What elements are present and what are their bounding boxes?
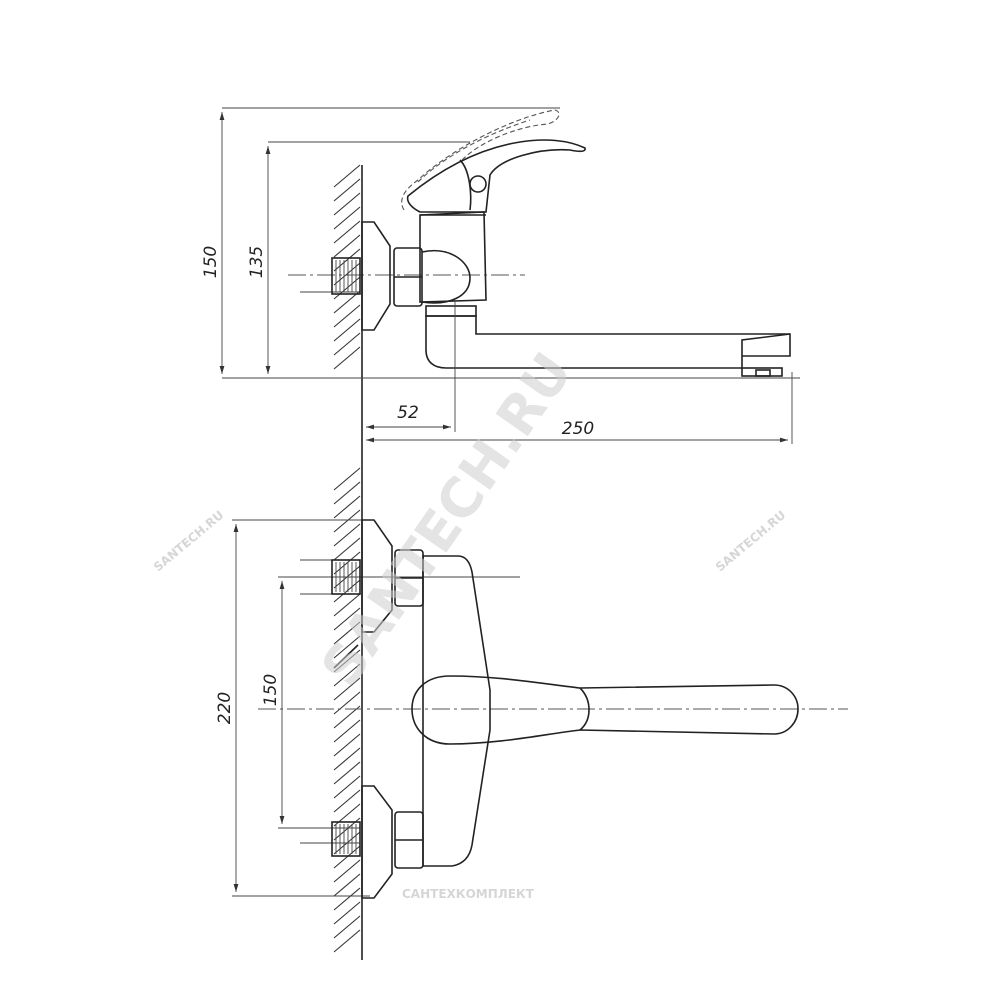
watermark-brand: САНТЕХКОМПЛЕКТ bbox=[402, 887, 535, 901]
lever-handle-front bbox=[411, 675, 799, 745]
hatch-stroke bbox=[333, 719, 361, 743]
hatch-stroke bbox=[333, 929, 361, 953]
spout-side bbox=[425, 305, 791, 377]
hatch-stroke bbox=[333, 523, 361, 547]
watermark-right: SANTECH.RU bbox=[713, 508, 788, 574]
hatch-stroke bbox=[333, 248, 361, 272]
lever-raised-dashed bbox=[401, 109, 560, 211]
front-view bbox=[232, 519, 848, 899]
threaded-pipe-top bbox=[331, 257, 361, 295]
hatch-stroke bbox=[333, 761, 361, 785]
hatch-stroke bbox=[333, 649, 361, 673]
hatch-stroke bbox=[333, 304, 361, 328]
hatch-stroke bbox=[333, 621, 361, 645]
escutcheon-top bbox=[361, 221, 391, 331]
dim-250-label: 250 bbox=[562, 419, 594, 439]
dim-150-front-label: 150 bbox=[261, 674, 281, 706]
hatch-stroke bbox=[333, 705, 361, 729]
hatch-stroke bbox=[333, 206, 361, 230]
mixer-body-front bbox=[422, 555, 491, 867]
hatch-stroke bbox=[333, 733, 361, 757]
hatch-stroke bbox=[333, 691, 361, 715]
hatch-stroke bbox=[333, 346, 361, 370]
hatch-stroke bbox=[333, 775, 361, 799]
hatch-stroke bbox=[333, 551, 361, 575]
hatch-stroke bbox=[333, 509, 361, 533]
hatch-stroke bbox=[333, 635, 361, 659]
hatch-stroke bbox=[333, 234, 361, 258]
hatch-stroke bbox=[333, 164, 361, 188]
lever-handle-side bbox=[406, 139, 586, 213]
hatch-stroke bbox=[333, 789, 361, 813]
watermark-left: SANTECH.RU bbox=[151, 508, 226, 574]
dim-220-label: 220 bbox=[215, 692, 235, 724]
hatch-stroke bbox=[333, 593, 361, 617]
hatch-stroke bbox=[333, 192, 361, 216]
hatch-stroke bbox=[333, 481, 361, 505]
mixer-body-side bbox=[419, 211, 487, 303]
hatch-stroke bbox=[333, 178, 361, 202]
hatch-stroke bbox=[333, 663, 361, 687]
side-view bbox=[219, 107, 800, 444]
dim-150-top-label: 150 bbox=[201, 246, 221, 278]
dim-135-label: 135 bbox=[247, 246, 267, 278]
dim-52-label: 52 bbox=[397, 403, 419, 423]
wall-hatching-bottom bbox=[333, 467, 361, 953]
hatch-stroke bbox=[333, 220, 361, 244]
hatch-stroke bbox=[333, 318, 361, 342]
hatch-stroke bbox=[333, 859, 361, 883]
hatch-stroke bbox=[333, 677, 361, 701]
hatch-stroke bbox=[333, 887, 361, 911]
hatch-stroke bbox=[333, 873, 361, 897]
hatch-stroke bbox=[333, 915, 361, 939]
hatch-stroke bbox=[333, 607, 361, 631]
wall-hatching-top bbox=[333, 164, 361, 370]
hex-nut-top bbox=[393, 247, 423, 307]
hatch-stroke bbox=[333, 747, 361, 771]
hatch-stroke bbox=[333, 537, 361, 561]
watermark-main: SANTECH.RU bbox=[309, 342, 585, 698]
hatch-stroke bbox=[333, 467, 361, 491]
hatch-stroke bbox=[333, 901, 361, 925]
hatch-stroke bbox=[333, 495, 361, 519]
hatch-stroke bbox=[333, 332, 361, 356]
